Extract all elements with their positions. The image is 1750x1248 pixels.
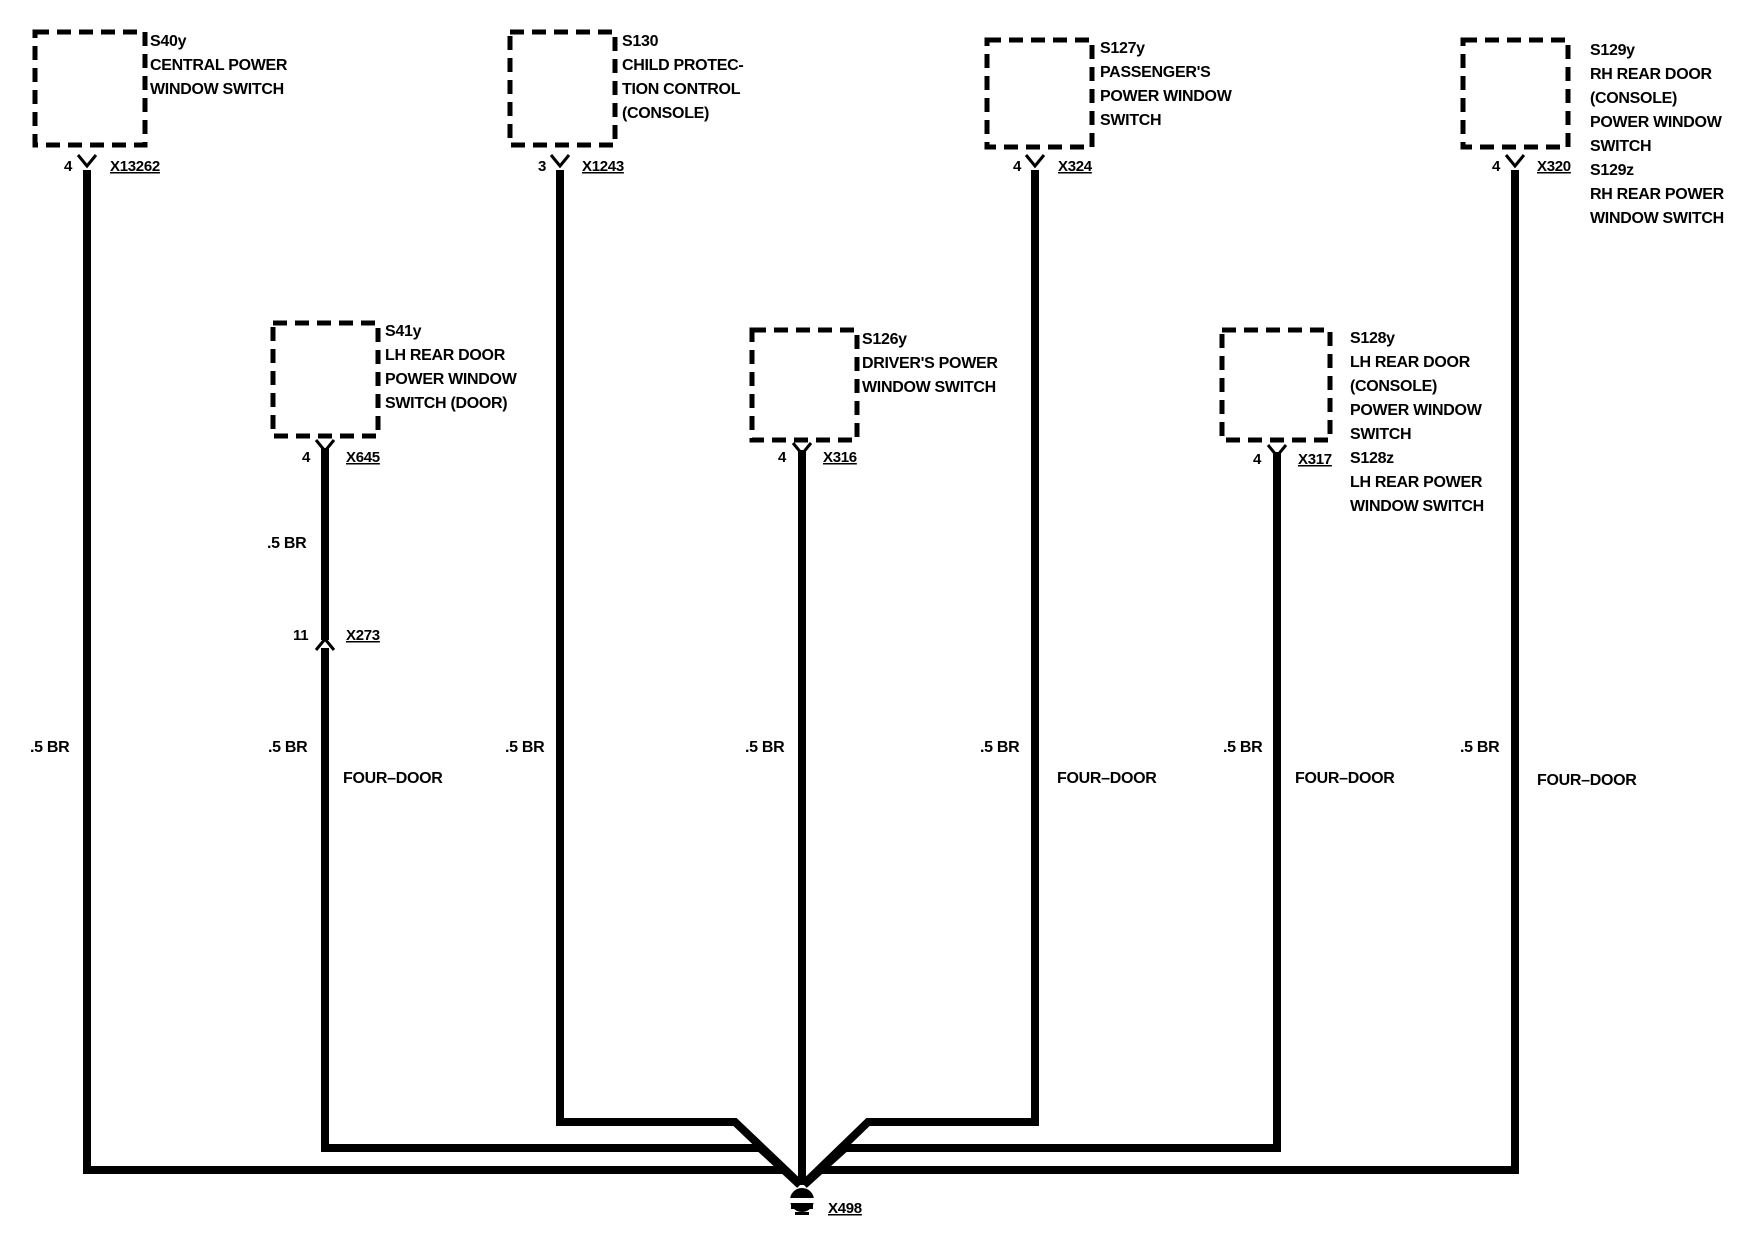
component-label-line: POWER WINDOW bbox=[1100, 88, 1233, 105]
component-label-s128y: S128y LH REAR DOOR (CONSOLE) POWER WINDO… bbox=[1350, 330, 1486, 515]
wire-s128y bbox=[802, 452, 1281, 1187]
component-label-line: RH REAR POWER bbox=[1590, 186, 1725, 203]
component-label-line: S128z bbox=[1350, 450, 1394, 467]
component-label-s130: S130 CHILD PROTEC- TION CONTROL (CONSOLE… bbox=[622, 33, 748, 122]
component-label-line: S126y bbox=[862, 331, 907, 348]
pin-number: 4 bbox=[64, 158, 73, 175]
component-label-line: SWITCH bbox=[1590, 138, 1651, 155]
component-label-line: S40y bbox=[150, 33, 187, 50]
four-door-note: FOUR–DOOR bbox=[1057, 770, 1157, 787]
wire-label: .5 BR bbox=[1460, 739, 1500, 756]
component-box-s40y bbox=[32, 29, 148, 148]
pin-marks bbox=[76, 154, 1526, 651]
component-label-line: RH REAR DOOR bbox=[1590, 66, 1712, 83]
pin-number: 4 bbox=[1013, 158, 1022, 175]
wire-label: .5 BR bbox=[745, 739, 785, 756]
component-label-line: WINDOW SWITCH bbox=[1350, 498, 1484, 515]
component-label-line: LH REAR POWER bbox=[1350, 474, 1483, 491]
pin-number: 4 bbox=[778, 449, 787, 466]
component-label-line: (CONSOLE) bbox=[622, 105, 709, 122]
component-label-line: SWITCH bbox=[1100, 112, 1161, 129]
component-label-line: WINDOW SWITCH bbox=[150, 81, 284, 98]
component-label-line: S130 bbox=[622, 33, 659, 50]
component-label-line: TION CONTROL bbox=[622, 81, 741, 98]
pin-mark-s41y bbox=[314, 439, 336, 454]
component-box-s127y bbox=[984, 37, 1095, 150]
connector-label: X13262 bbox=[110, 158, 160, 175]
wire-s129y bbox=[801, 170, 1519, 1188]
connector-label: X324 bbox=[1058, 158, 1093, 175]
component-label-line: S128y bbox=[1350, 330, 1395, 347]
pin-number: 4 bbox=[1253, 451, 1262, 468]
component-label-line: POWER WINDOW bbox=[385, 371, 518, 388]
wire-label: .5 BR bbox=[268, 739, 308, 756]
component-box-s41y bbox=[270, 320, 381, 439]
wire-s127y bbox=[803, 170, 1039, 1185]
wire-s41y-lower bbox=[321, 648, 802, 1187]
four-door-note: FOUR–DOOR bbox=[343, 770, 443, 787]
inline-connector-label: X273 bbox=[346, 627, 380, 644]
connector-label: X645 bbox=[346, 449, 380, 466]
component-label-line: WINDOW SWITCH bbox=[1590, 210, 1724, 227]
component-label-line: SWITCH bbox=[1350, 426, 1411, 443]
pin-mark-s130 bbox=[549, 154, 571, 169]
component-label-line: DRIVER'S POWER bbox=[862, 355, 998, 372]
component-label-s127y: S127y PASSENGER'S POWER WINDOW SWITCH bbox=[1100, 40, 1236, 129]
component-label-s41y: S41y LH REAR DOOR POWER WINDOW SWITCH (D… bbox=[385, 323, 521, 412]
ground-connector-label: X498 bbox=[828, 1200, 862, 1217]
ground-icon bbox=[788, 1188, 816, 1215]
component-label-line: PASSENGER'S bbox=[1100, 64, 1211, 81]
wire-label-upper: .5 BR bbox=[267, 535, 307, 552]
component-label-s126y: S126y DRIVER'S POWER WINDOW SWITCH bbox=[862, 331, 1002, 396]
component-box-s128y bbox=[1219, 327, 1333, 443]
component-box-s126y bbox=[749, 327, 860, 443]
component-label-line: (CONSOLE) bbox=[1590, 90, 1677, 107]
component-label-line: WINDOW SWITCH bbox=[862, 379, 996, 396]
wire-label: .5 BR bbox=[1223, 739, 1263, 756]
pin-mark-s40y bbox=[76, 154, 98, 169]
pin-mark-s128y bbox=[1266, 444, 1288, 459]
four-door-note: FOUR–DOOR bbox=[1295, 770, 1395, 787]
four-door-note: FOUR–DOOR bbox=[1537, 772, 1637, 789]
component-label-line: S127y bbox=[1100, 40, 1145, 57]
component-label-line: LH REAR DOOR bbox=[1350, 354, 1471, 371]
component-label-line: S129z bbox=[1590, 162, 1634, 179]
pin-mark-s126y bbox=[791, 442, 813, 457]
component-label-line: S41y bbox=[385, 323, 422, 340]
component-label-line: SWITCH (DOOR) bbox=[385, 395, 507, 412]
component-label-line: CENTRAL POWER bbox=[150, 57, 288, 74]
wire-label: .5 BR bbox=[980, 739, 1020, 756]
wire-s40y bbox=[83, 170, 803, 1188]
pin-number: 3 bbox=[538, 158, 546, 175]
component-label-s129y: S129y RH REAR DOOR (CONSOLE) POWER WINDO… bbox=[1590, 42, 1728, 227]
pin-mark-x273 bbox=[314, 636, 336, 651]
connector-label: X320 bbox=[1537, 158, 1571, 175]
pin-number: 4 bbox=[302, 449, 311, 466]
pin-number: 4 bbox=[1492, 158, 1501, 175]
component-label-line: LH REAR DOOR bbox=[385, 347, 506, 364]
pin-mark-s127y bbox=[1024, 154, 1046, 169]
connector-label: X1243 bbox=[582, 158, 624, 175]
component-box-s130 bbox=[507, 29, 618, 148]
component-label-line: (CONSOLE) bbox=[1350, 378, 1437, 395]
wire-label: .5 BR bbox=[30, 739, 70, 756]
connector-label: X316 bbox=[823, 449, 857, 466]
component-label-line: POWER WINDOW bbox=[1590, 114, 1723, 131]
inline-pin-number: 11 bbox=[293, 627, 308, 644]
component-label-line: POWER WINDOW bbox=[1350, 402, 1483, 419]
component-label-line: S129y bbox=[1590, 42, 1635, 59]
component-boxes bbox=[32, 29, 1571, 443]
component-box-s129y bbox=[1460, 37, 1571, 150]
component-label-line: CHILD PROTEC- bbox=[622, 57, 743, 74]
wires bbox=[83, 170, 1519, 1188]
wire-label: .5 BR bbox=[505, 739, 545, 756]
pin-mark-s129y bbox=[1504, 154, 1526, 169]
component-label-s40y: S40y CENTRAL POWER WINDOW SWITCH bbox=[150, 33, 291, 98]
wire-s130 bbox=[556, 170, 801, 1185]
connector-label: X317 bbox=[1298, 451, 1332, 468]
